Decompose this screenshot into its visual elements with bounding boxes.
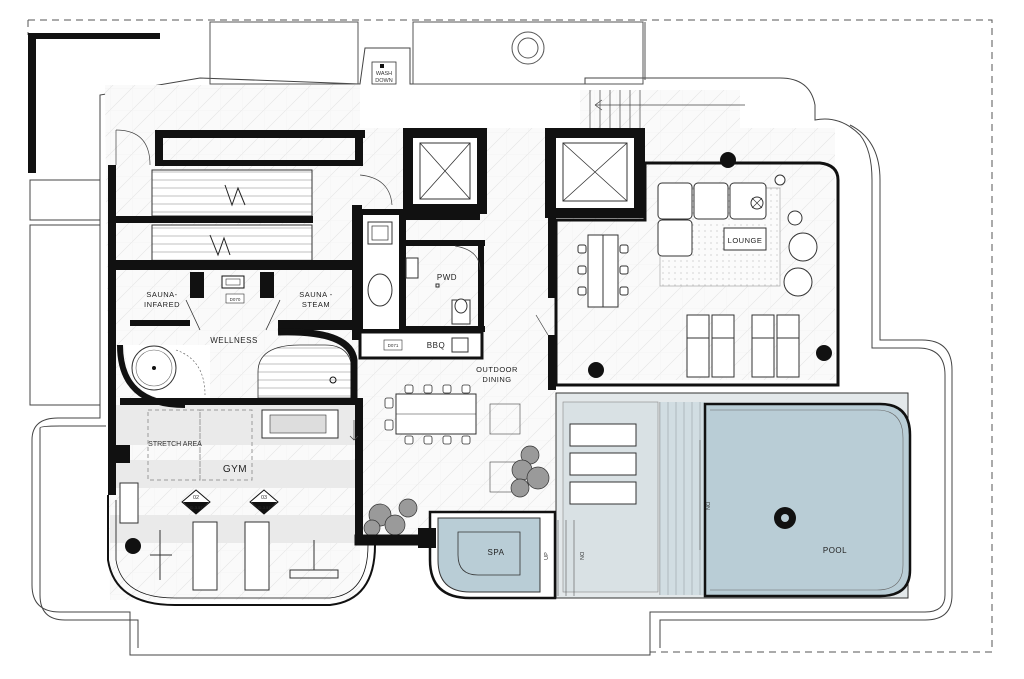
- building-walls: [108, 165, 556, 548]
- terrace-outline: [29, 47, 953, 656]
- bbq-code-d071: D071: [388, 343, 399, 348]
- door-swings: [115, 129, 549, 441]
- pool-stair-dn-label: DN: [704, 502, 710, 510]
- wellness-label: WELLNESS: [210, 336, 258, 345]
- sauna-infared-label-line2: INFARED: [144, 300, 180, 309]
- sauna-infared-label-line1: SAUNA-: [146, 290, 177, 299]
- spa-stair-up-label: UP: [544, 552, 550, 560]
- sauna-code-d070: D070: [230, 297, 241, 302]
- wash-down-label-line2: DOWN: [375, 78, 392, 84]
- spa: SPA UP DN: [428, 510, 584, 600]
- roof-feature-circle: [511, 31, 545, 65]
- lounge-dining: [577, 234, 629, 308]
- steam-bench: [257, 328, 358, 399]
- outdoor-dining: OUTDOOR DINING: [384, 365, 521, 493]
- perimeter-wall-top-left: [28, 33, 160, 173]
- pool: POOL DN: [699, 402, 912, 598]
- section-marker-03-number: 03: [261, 495, 267, 501]
- lift-core-left: [400, 128, 487, 220]
- site-boundary: [27, 19, 993, 653]
- wash-down-label-line1: WASH: [376, 71, 392, 77]
- sauna-walls: D070 SAUNA- INFARED SAUNA - STEAM WELLNE…: [108, 270, 356, 345]
- section-marker-03-sheet: ID-3.57: [257, 505, 271, 510]
- outdoor-dining-label-line2: DINING: [482, 375, 511, 384]
- stretch-area-label: STRETCH AREA: [148, 441, 202, 448]
- section-marker-02-number: 02: [193, 495, 199, 501]
- stair-top-right: [589, 90, 745, 128]
- spa-label: SPA: [488, 548, 505, 557]
- section-marker-02-sheet: ID-3.57: [189, 505, 203, 510]
- section-marker-03: 03 ID-3.57: [249, 489, 279, 515]
- lounge: LOUNGE: [554, 152, 840, 387]
- sauna-steam-label-line2: STEAM: [302, 300, 330, 309]
- gym-label: GYM: [223, 464, 247, 475]
- pwd-room: PWD: [357, 209, 485, 335]
- planter-shrubs: [363, 445, 550, 537]
- bbq-label: BBQ: [427, 341, 445, 350]
- lift-core-right: [545, 128, 645, 218]
- outdoor-dining-label-line1: OUTDOOR: [476, 365, 518, 374]
- pool-label: POOL: [823, 546, 847, 555]
- spa-stair-dn-label: DN: [578, 552, 584, 560]
- sun-loungers: [686, 314, 800, 378]
- gym-area: STRETCH AREA GYM: [108, 409, 339, 591]
- lounge-label: LOUNGE: [728, 236, 763, 245]
- wash-down-area: WASH DOWN: [371, 61, 397, 85]
- section-marker-02: 02 ID-3.57: [181, 489, 211, 515]
- pwd-label: PWD: [437, 273, 457, 282]
- sauna-steam-label-line1: SAUNA -: [299, 290, 333, 299]
- bbq-counter: D071 BBQ: [358, 330, 484, 360]
